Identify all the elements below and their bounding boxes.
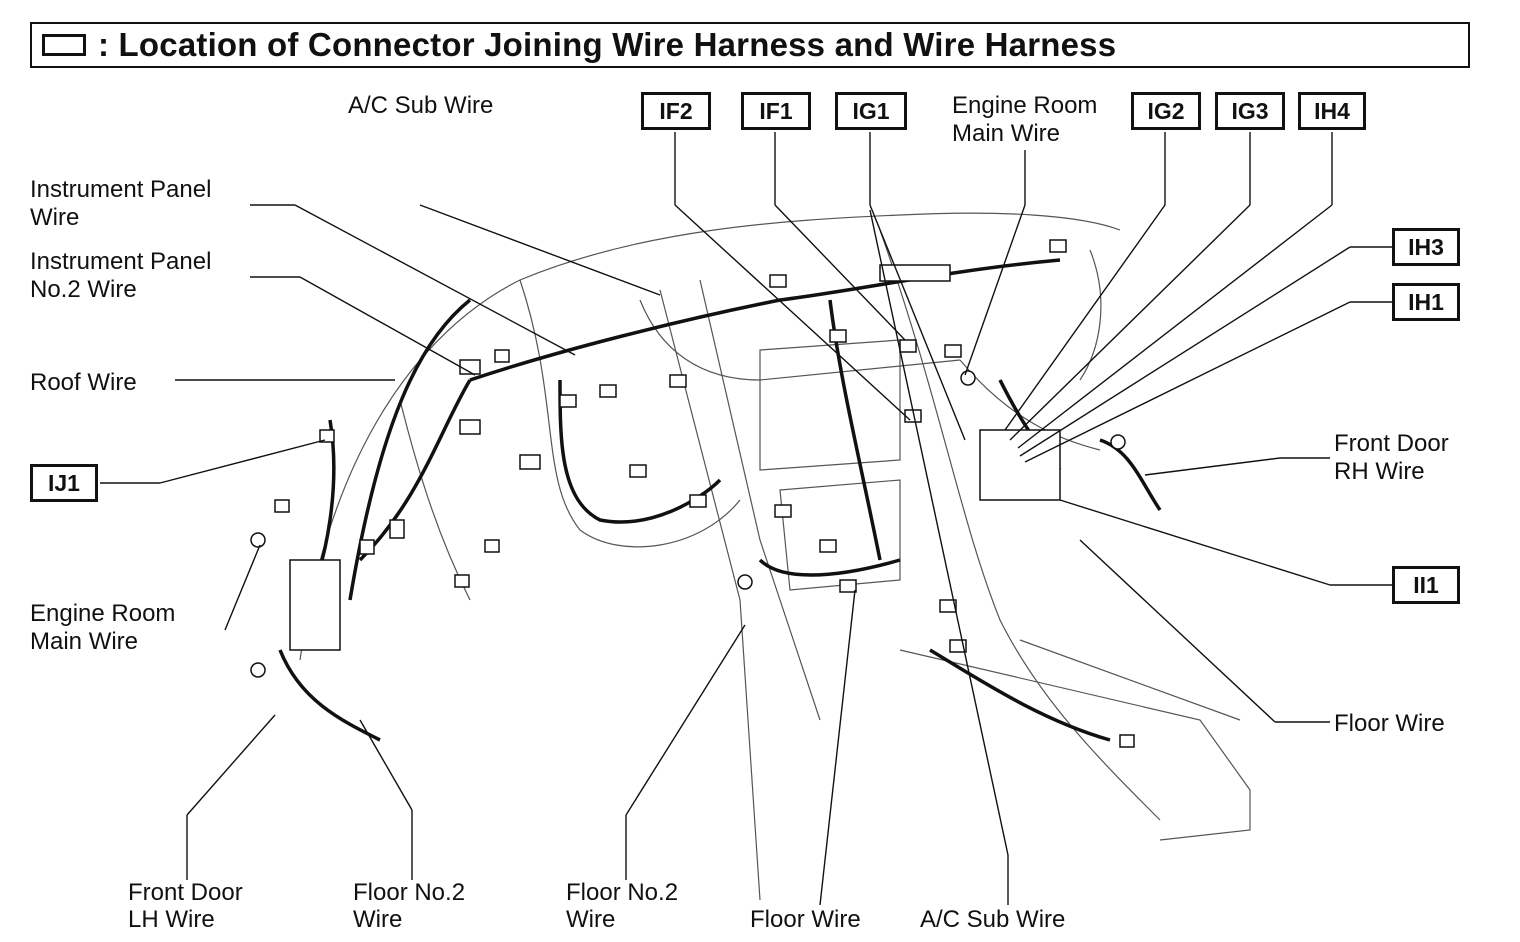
label-engine-room-main-top-line1: Engine Room	[952, 92, 1098, 119]
label-ac-sub-wire-bottom: A/C Sub Wire	[920, 906, 1066, 933]
label-instrument-panel-line2: Wire	[30, 204, 80, 231]
title-bar: : Location of Connector Joining Wire Har…	[30, 22, 1470, 68]
dashboard-outline	[299, 212, 1251, 901]
label-floor-no2-a-line1: Floor No.2	[353, 879, 466, 906]
leader-lines	[100, 132, 1392, 906]
label-instrument-panel-line1: Instrument Panel	[30, 176, 212, 203]
connector-code-IG1: IG1	[835, 92, 907, 130]
label-front-door-lh-line1: Front Door	[128, 879, 243, 906]
connector-code-IH4: IH4	[1298, 92, 1366, 130]
label-floor-no2-b-line2: Wire	[566, 906, 616, 933]
connector-code-IF1: IF1	[741, 92, 811, 130]
label-front-door-lh-line2: LH Wire	[128, 906, 215, 933]
label-engine-room-main-top-line2: Main Wire	[952, 120, 1061, 147]
label-engine-room-main-left-line1: Engine Room	[30, 600, 176, 627]
connector-code-IJ1: IJ1	[30, 464, 98, 502]
connector-blocks	[250, 239, 1135, 748]
page-title: : Location of Connector Joining Wire Har…	[98, 26, 1117, 63]
label-floor-no2-a-line2: Wire	[353, 906, 403, 933]
label-front-door-rh-line1: Front Door	[1334, 430, 1449, 457]
connector-code-IG3: IG3	[1215, 92, 1285, 130]
connector-code-IG2: IG2	[1131, 92, 1201, 130]
label-front-door-rh-line2: RH Wire	[1334, 458, 1425, 485]
connector-code-II1: II1	[1392, 566, 1460, 604]
connector-code-IH1: IH1	[1392, 283, 1460, 321]
connector-code-IH3: IH3	[1392, 228, 1460, 266]
label-ac-sub-wire-top: A/C Sub Wire	[348, 92, 494, 119]
label-instrument-panel-no2-line2: No.2 Wire	[30, 276, 137, 303]
label-engine-room-main-left-line2: Main Wire	[30, 628, 139, 655]
label-floor-wire-right: Floor Wire	[1334, 710, 1445, 737]
connector-box-icon	[42, 34, 86, 56]
label-instrument-panel-no2-line1: Instrument Panel	[30, 248, 212, 275]
label-floor-no2-b-line1: Floor No.2	[566, 879, 679, 906]
label-floor-wire-bottom: Floor Wire	[750, 906, 861, 933]
connector-code-IF2: IF2	[641, 92, 711, 130]
label-roof-wire: Roof Wire	[30, 369, 137, 396]
